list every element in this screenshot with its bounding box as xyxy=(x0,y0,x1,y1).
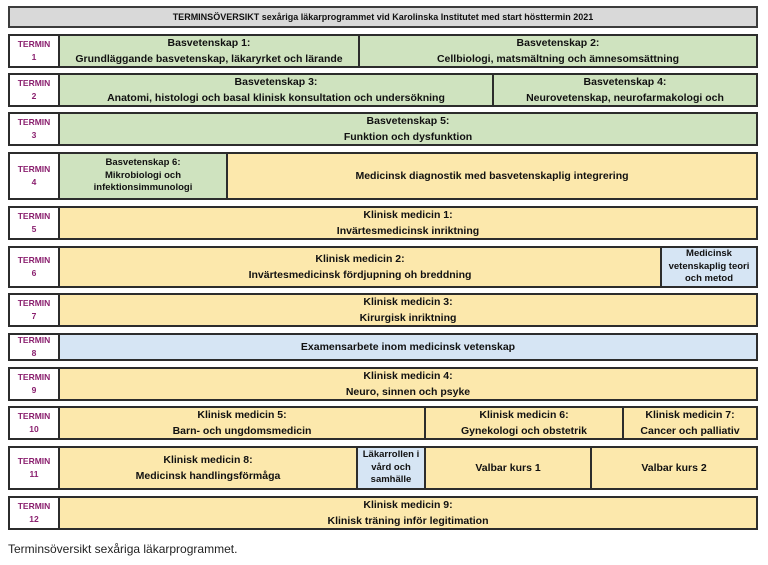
course-klinisk-medicin-5: Klinisk medicin 5:Barn- och ungdomsmedic… xyxy=(60,408,424,438)
course-klinisk-medicin-6: Klinisk medicin 6:Gynekologi och obstetr… xyxy=(424,408,622,438)
course-klinisk-medicin-8: Klinisk medicin 8:Medicinsk handlingsför… xyxy=(60,448,356,488)
course-basvetenskap-5: Basvetenskap 5:Funktion och dysfunktion xyxy=(60,114,756,144)
course-klinisk-medicin-3: Klinisk medicin 3:Kirurgisk inriktning xyxy=(60,295,756,325)
course-klinisk-medicin-2: Klinisk medicin 2:Invärtesmedicinsk förd… xyxy=(60,248,660,286)
overview-title: TERMINSÖVERSIKT sexåriga läkarprogrammet… xyxy=(8,6,758,28)
course-basvetenskap-2: Basvetenskap 2:Cellbiologi, matsmältning… xyxy=(358,36,756,66)
course-valbar-kurs-1: Valbar kurs 1 xyxy=(424,448,590,488)
course-klinisk-medicin-7: Klinisk medicin 7:Cancer och palliativ xyxy=(622,408,756,438)
course-klinisk-medicin-9: Klinisk medicin 9:Klinisk träning inför … xyxy=(60,498,756,528)
course-medicinsk-diagnostik: Medicinsk diagnostik med basvetenskaplig… xyxy=(226,154,756,198)
course-basvetenskap-1: Basvetenskap 1:Grundläggande basvetenska… xyxy=(60,36,358,66)
course-valbar-kurs-2: Valbar kurs 2 xyxy=(590,448,756,488)
course-basvetenskap-3: Basvetenskap 3:Anatomi, histologi och ba… xyxy=(60,75,492,105)
figure-caption: Terminsöversikt sexåriga läkarprogrammet… xyxy=(8,542,238,556)
course-klinisk-medicin-4: Klinisk medicin 4:Neuro, sinnen och psyk… xyxy=(60,369,756,399)
course-klinisk-medicin-1: Klinisk medicin 1:Invärtesmedicinsk inri… xyxy=(60,208,756,238)
course-examensarbete: Examensarbete inom medicinsk vetenskap xyxy=(60,335,756,359)
course-basvetenskap-4: Basvetenskap 4:Neurovetenskap, neurofarm… xyxy=(492,75,756,105)
